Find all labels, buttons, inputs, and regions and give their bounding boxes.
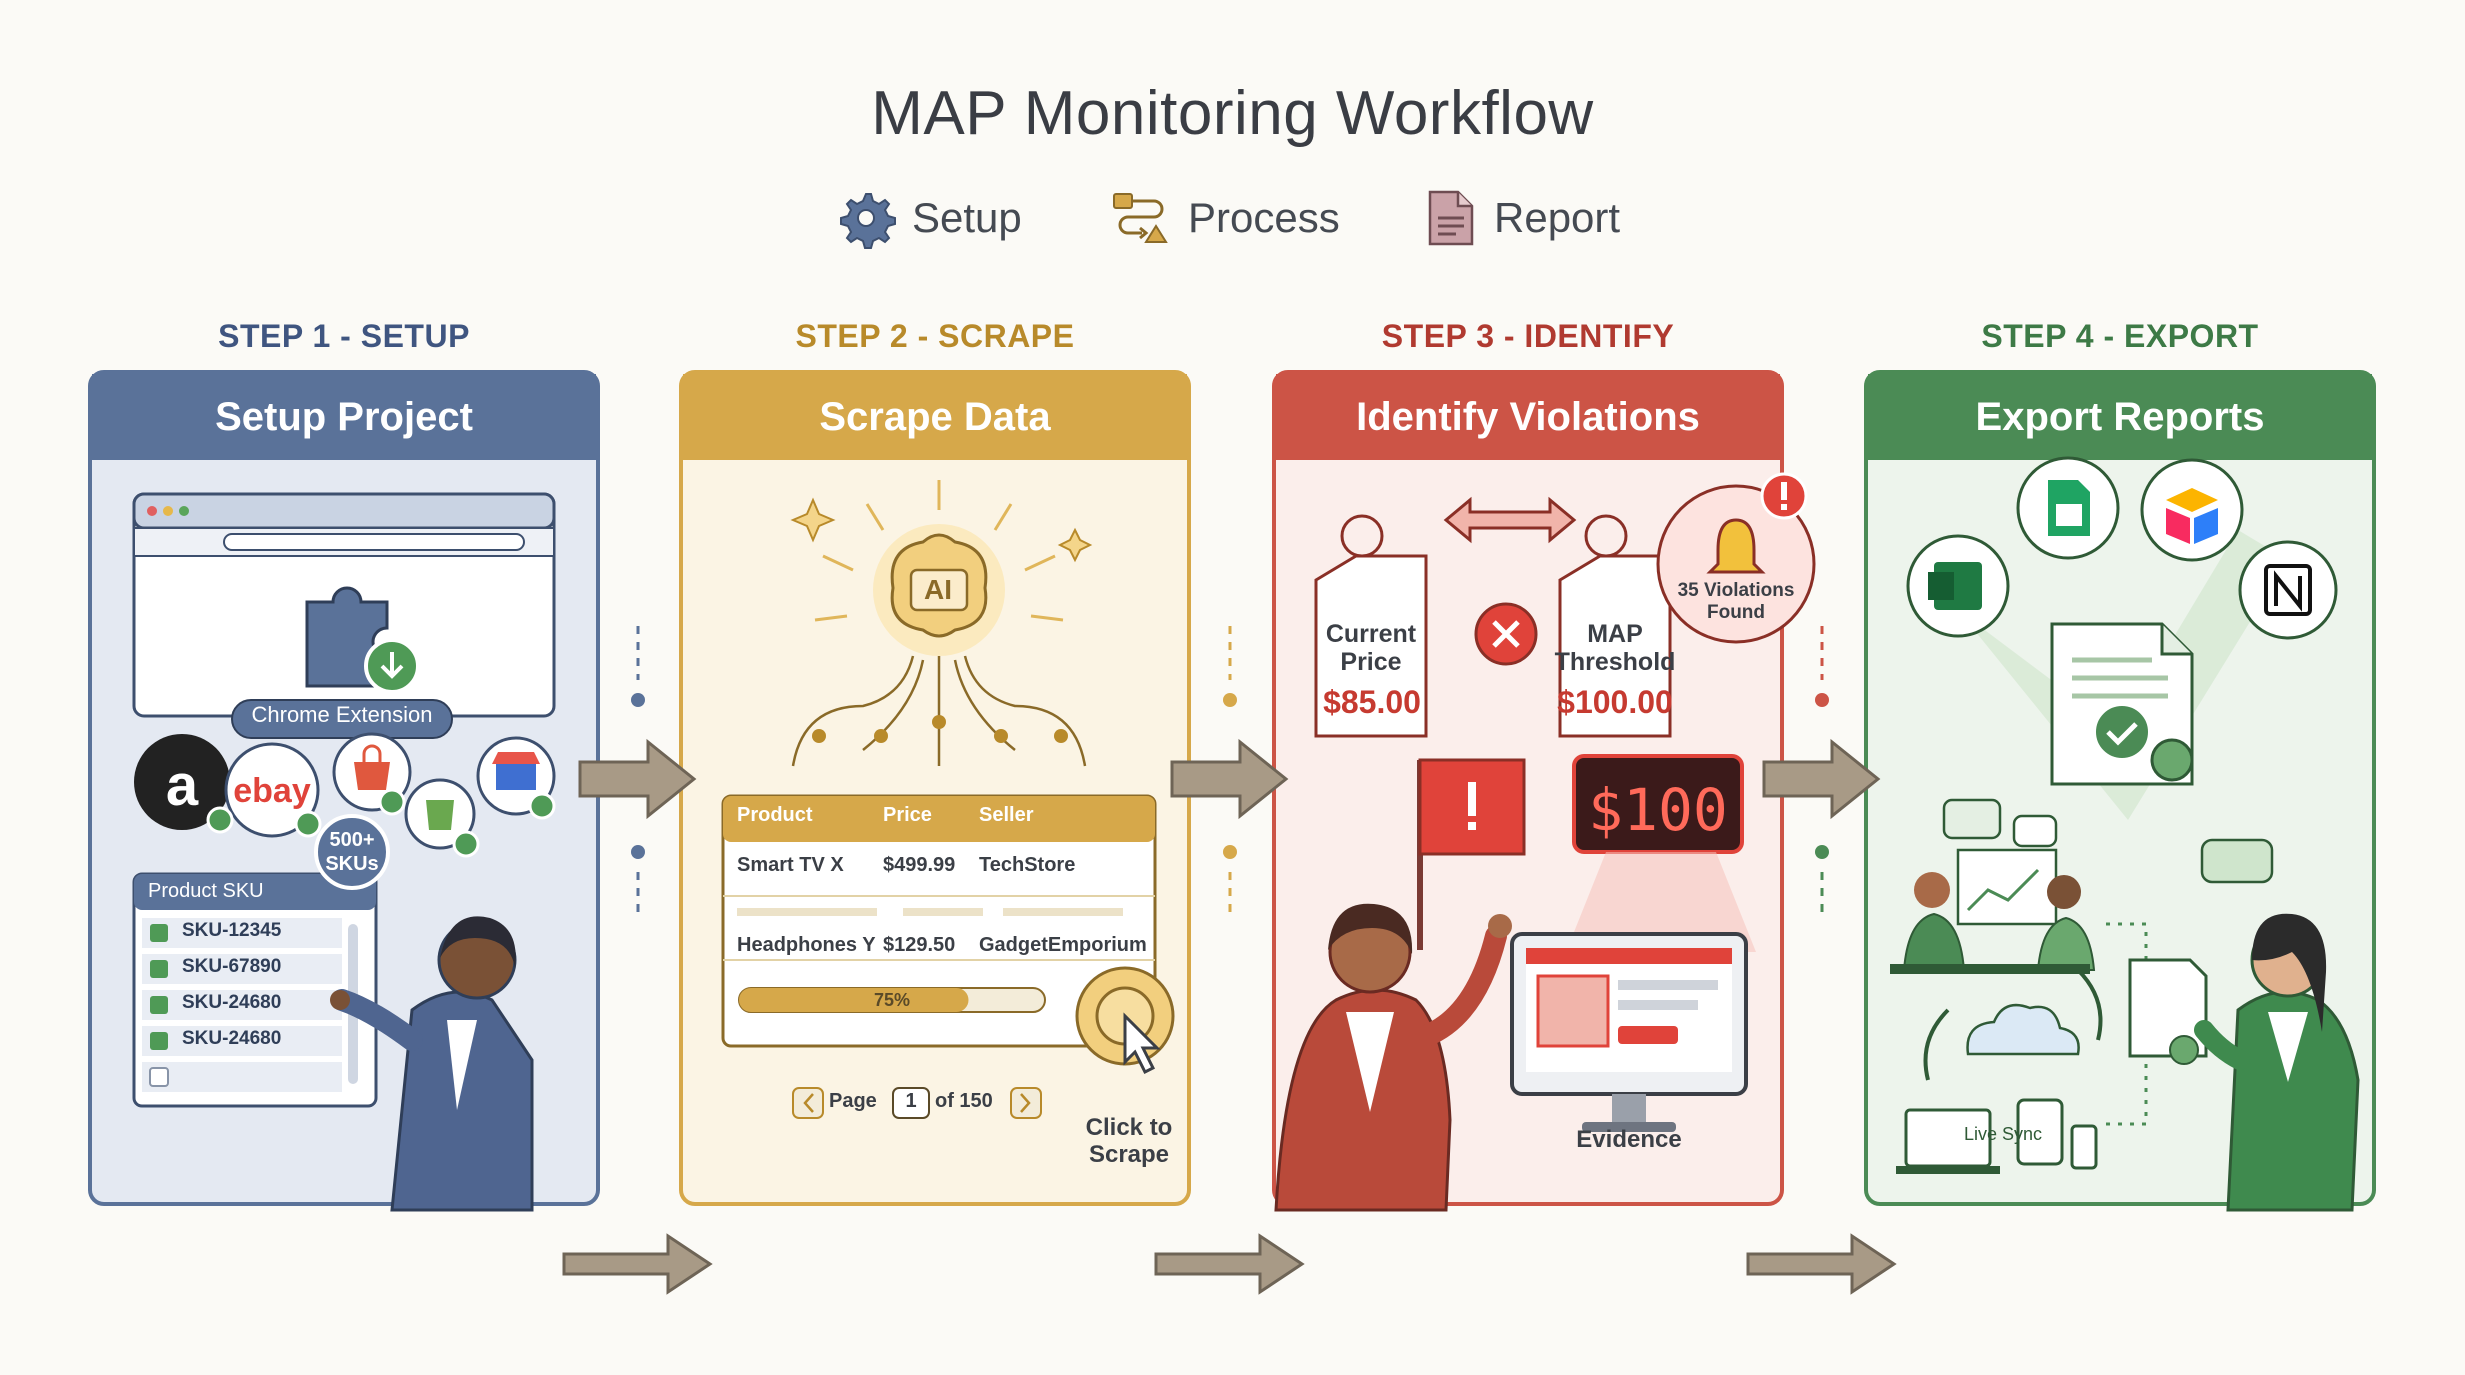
ebay-logo-text: ebay bbox=[233, 772, 311, 810]
sheets-icon bbox=[2016, 456, 2120, 560]
table-cell: $129.50 bbox=[883, 934, 956, 956]
document-icon bbox=[1428, 190, 1474, 246]
panel-export-title: Export Reports bbox=[1868, 374, 2372, 460]
compare-arrow-icon bbox=[1443, 496, 1577, 544]
chart-board-icon bbox=[1956, 848, 2058, 926]
table-header-product: Product bbox=[737, 804, 813, 826]
amazon-logo-text: a bbox=[165, 753, 199, 818]
progress-label: 75% bbox=[873, 990, 911, 1010]
panel-setup-title: Setup Project bbox=[92, 374, 596, 460]
arrow-right-icon bbox=[1170, 738, 1289, 820]
sku-count-badge: 500+SKUs bbox=[325, 829, 379, 875]
check-icons bbox=[206, 788, 556, 858]
panel-identify-title: Identify Violations bbox=[1276, 374, 1780, 460]
arrow-right-icon bbox=[1746, 1233, 1897, 1295]
sku-item[interactable]: SKU-24680 bbox=[182, 992, 282, 1013]
current-price-tag bbox=[1314, 514, 1428, 738]
presenter-woman bbox=[2194, 913, 2360, 1212]
notion-icon bbox=[2238, 540, 2338, 640]
live-sync-label: Live Sync bbox=[1963, 1124, 2043, 1144]
monitor-icon bbox=[1510, 932, 1748, 1132]
ai-brain-icon bbox=[873, 524, 1005, 656]
cursor-click-icon bbox=[1075, 966, 1175, 1075]
chat-bubble-icons bbox=[1942, 798, 2274, 884]
ai-label: AI bbox=[924, 574, 952, 605]
arrow-right-icon bbox=[1762, 738, 1881, 820]
report-document-icon bbox=[2050, 622, 2194, 786]
page-input[interactable]: 1 bbox=[905, 1090, 917, 1112]
map-threshold-tag bbox=[1558, 514, 1672, 738]
arrow-right-icon bbox=[562, 1233, 713, 1295]
step1-label: STEP 1 - SETUP bbox=[218, 318, 470, 354]
step3-label: STEP 3 - IDENTIFY bbox=[1381, 318, 1675, 354]
sku-item[interactable]: SKU-12345 bbox=[182, 920, 282, 941]
table-header-seller: Seller bbox=[979, 804, 1034, 826]
bell-icon bbox=[1706, 518, 1766, 574]
cloud-sync-icon bbox=[1923, 968, 2103, 1081]
legend-setup: Setup bbox=[836, 188, 1022, 249]
table-header-price: Price bbox=[883, 804, 932, 826]
devices-icon bbox=[1896, 1098, 2098, 1174]
excel-icon bbox=[1906, 534, 2010, 638]
setup-illustration bbox=[132, 492, 556, 1212]
flow-lines bbox=[791, 655, 1087, 767]
ebay-icon bbox=[224, 742, 320, 838]
table-cell: Smart TV X bbox=[737, 854, 844, 876]
step4-label: STEP 4 - EXPORT bbox=[1981, 318, 2259, 354]
arrow-right-icon bbox=[1154, 1233, 1305, 1295]
table-cell: TechStore bbox=[979, 854, 1076, 876]
legend-report: Report bbox=[1424, 188, 1620, 248]
page-total: of 150 bbox=[935, 1090, 993, 1112]
flow-icon bbox=[1113, 193, 1168, 243]
legend-report-label: Report bbox=[1494, 194, 1621, 241]
panel-identify: Identify Violations bbox=[1272, 370, 1816, 1212]
team-people bbox=[1890, 872, 2096, 974]
arrow-right-icon bbox=[578, 738, 697, 820]
table-cell: $499.99 bbox=[883, 854, 956, 876]
legend-setup-label: Setup bbox=[912, 194, 1022, 241]
table-cell: GadgetEmporium bbox=[979, 934, 1147, 956]
table-cell: Headphones Y bbox=[737, 934, 876, 956]
connector-dots bbox=[631, 626, 645, 920]
glow-rays bbox=[814, 480, 1064, 622]
sku-item[interactable]: SKU-67890 bbox=[182, 956, 282, 977]
identify-illustration bbox=[1274, 472, 1816, 1212]
panel-scrape-title: Scrape Data bbox=[683, 374, 1187, 460]
puzzle-icon bbox=[305, 586, 420, 694]
panel-scrape: Scrape Data bbox=[679, 370, 1191, 1206]
scrape-illustration bbox=[721, 480, 1175, 1119]
legend-process-label: Process bbox=[1188, 194, 1340, 241]
export-illustration bbox=[1890, 456, 2360, 1212]
current-price-value: $85.00 bbox=[1323, 684, 1421, 720]
gear-icon bbox=[840, 193, 896, 249]
connector-dots bbox=[1223, 626, 1237, 920]
progress-bar-fill bbox=[739, 988, 969, 1012]
sku-list-header: Product SKU bbox=[148, 880, 264, 902]
airtable-icon bbox=[2140, 458, 2244, 562]
connector-dots bbox=[1815, 626, 1829, 920]
amazon-icon bbox=[134, 734, 230, 830]
presenter-person bbox=[330, 916, 534, 1212]
analyst-person bbox=[1274, 903, 1512, 1212]
evidence-label: Evidence bbox=[1576, 1126, 1682, 1153]
shopify-icon bbox=[404, 778, 476, 850]
sku-item[interactable]: SKU-24680 bbox=[182, 1028, 282, 1049]
mini-report-icon bbox=[2128, 958, 2208, 1065]
digital-price-text: $100 bbox=[1588, 776, 1728, 844]
page-title: MAP Monitoring Workflow bbox=[871, 79, 1594, 148]
chrome-extension-label: Chrome Extension bbox=[251, 702, 433, 727]
map-threshold-value: $100.00 bbox=[1557, 684, 1673, 720]
step2-label: STEP 2 - SCRAPE bbox=[795, 318, 1075, 354]
panel-setup: Setup Project bbox=[88, 370, 600, 1212]
page-label: Page bbox=[829, 1090, 877, 1112]
legend-process: Process bbox=[1110, 188, 1340, 248]
panel-export: Export Reports bbox=[1864, 370, 2376, 1212]
